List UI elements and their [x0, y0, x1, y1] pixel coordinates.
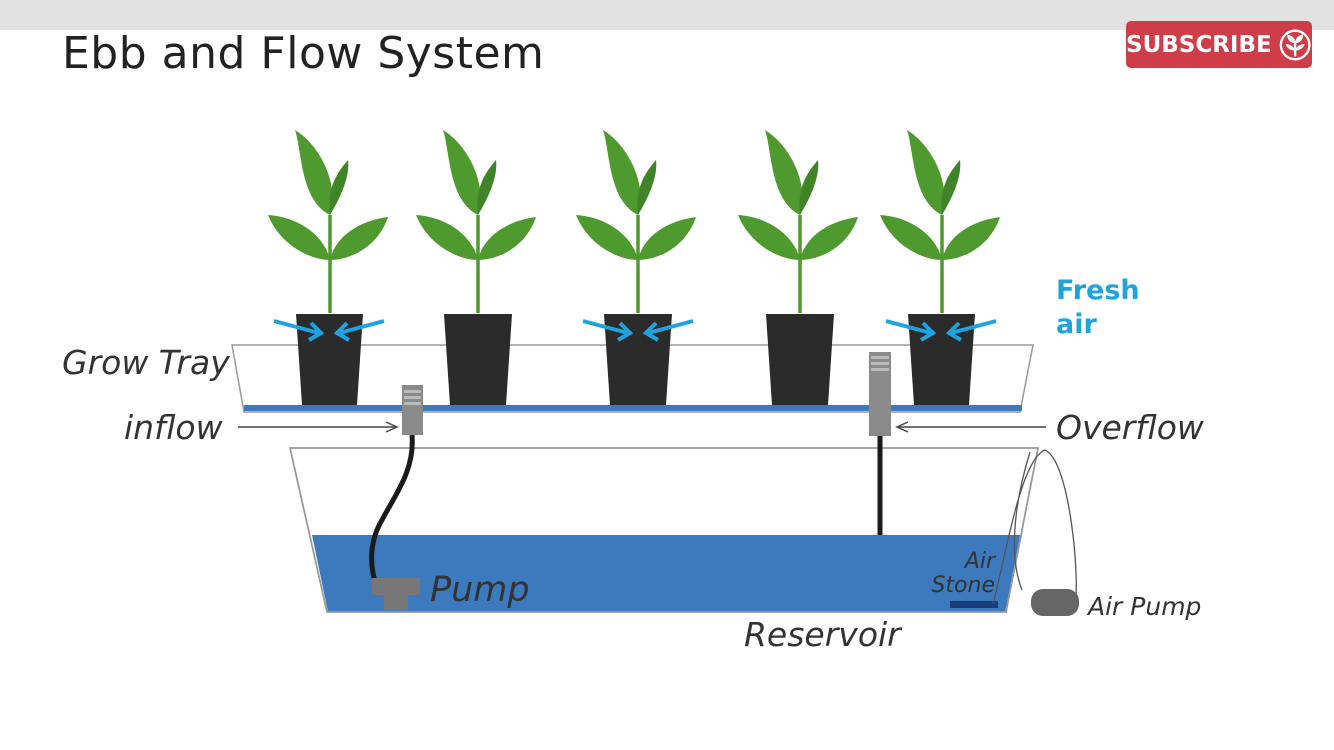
seedling-icon	[1279, 29, 1311, 60]
plant	[414, 128, 538, 315]
overflow-fitting	[869, 352, 891, 436]
air-stone	[950, 601, 998, 608]
pump-label: Pump	[430, 570, 530, 610]
overflow-arrow	[895, 421, 1046, 433]
subscribe-button[interactable]: SUBSCRIBE	[1126, 21, 1312, 68]
air-pump	[1031, 589, 1079, 616]
tray-water	[244, 405, 1022, 411]
plant	[574, 128, 698, 315]
subscribe-label: SUBSCRIBE	[1126, 31, 1272, 58]
air-line	[992, 449, 1077, 605]
top-bar	[0, 0, 1334, 30]
air-pump-label: Air Pump	[1086, 592, 1201, 621]
page-title: Ebb and Flow System	[62, 28, 545, 79]
reservoir-label: Reservoir	[744, 615, 903, 654]
pot	[766, 314, 834, 405]
overflow-label: Overflow	[1056, 408, 1205, 447]
reservoir	[288, 447, 1040, 613]
inflow-label: inflow	[124, 408, 224, 447]
pot	[444, 314, 512, 405]
fresh-air-label-line1: Fresh	[1056, 275, 1140, 306]
air-stone-label-line2: Stone	[931, 573, 995, 598]
fresh-air-label-line2: air	[1056, 309, 1097, 340]
air-stone-label-line1: Air	[963, 549, 997, 574]
grow-tray-label: Grow Tray	[62, 343, 230, 382]
plant	[878, 128, 1002, 315]
grow-tray	[231, 344, 1034, 413]
pump	[372, 578, 420, 610]
inflow-tube	[369, 434, 415, 591]
inflow-arrow	[238, 421, 399, 433]
plant	[266, 128, 390, 315]
plant	[736, 128, 860, 315]
reservoir-water	[312, 535, 1022, 612]
